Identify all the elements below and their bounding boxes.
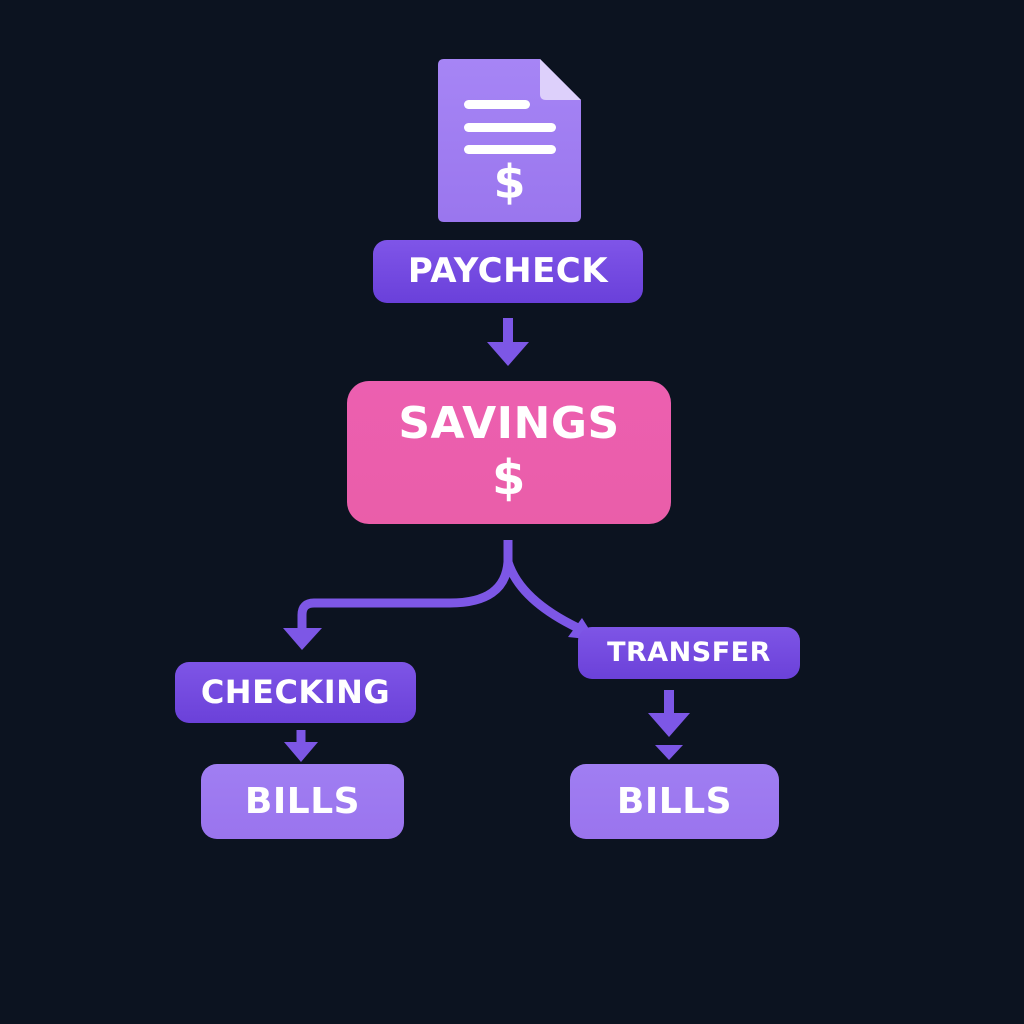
bills-label-right: BILLS	[616, 780, 733, 822]
checking-label: CHECKING	[200, 672, 391, 711]
checking-node: CHECKING	[175, 662, 416, 723]
connector-savings-split	[297, 540, 513, 630]
transfer-label: TRANSFER	[607, 637, 771, 669]
savings-dollar-symbol: $	[492, 450, 526, 507]
arrowhead-to-checking	[283, 628, 322, 650]
paycheck-label: PAYCHECK	[407, 250, 609, 291]
savings-label: SAVINGS	[398, 397, 620, 449]
arrowhead-small-transfer-to-bills	[655, 745, 683, 760]
bills-node-right: BILLS	[570, 764, 779, 839]
transfer-node: TRANSFER	[578, 627, 800, 679]
document-line	[464, 145, 556, 154]
connector-to-transfer	[503, 560, 580, 633]
document-dollar-icon	[438, 59, 581, 222]
bills-node-left: BILLS	[201, 764, 404, 839]
arrowhead-paycheck-to-savings	[487, 342, 529, 366]
document-dollar-symbol: $	[493, 155, 526, 209]
arrowhead-transfer-to-bills	[648, 713, 690, 737]
paycheck-node: PAYCHECK	[373, 240, 643, 303]
bills-label-left: BILLS	[244, 780, 361, 822]
document-line	[464, 123, 556, 132]
arrowhead-checking-to-bills	[284, 742, 318, 762]
savings-node: SAVINGS $	[347, 381, 671, 524]
document-line	[464, 100, 530, 109]
